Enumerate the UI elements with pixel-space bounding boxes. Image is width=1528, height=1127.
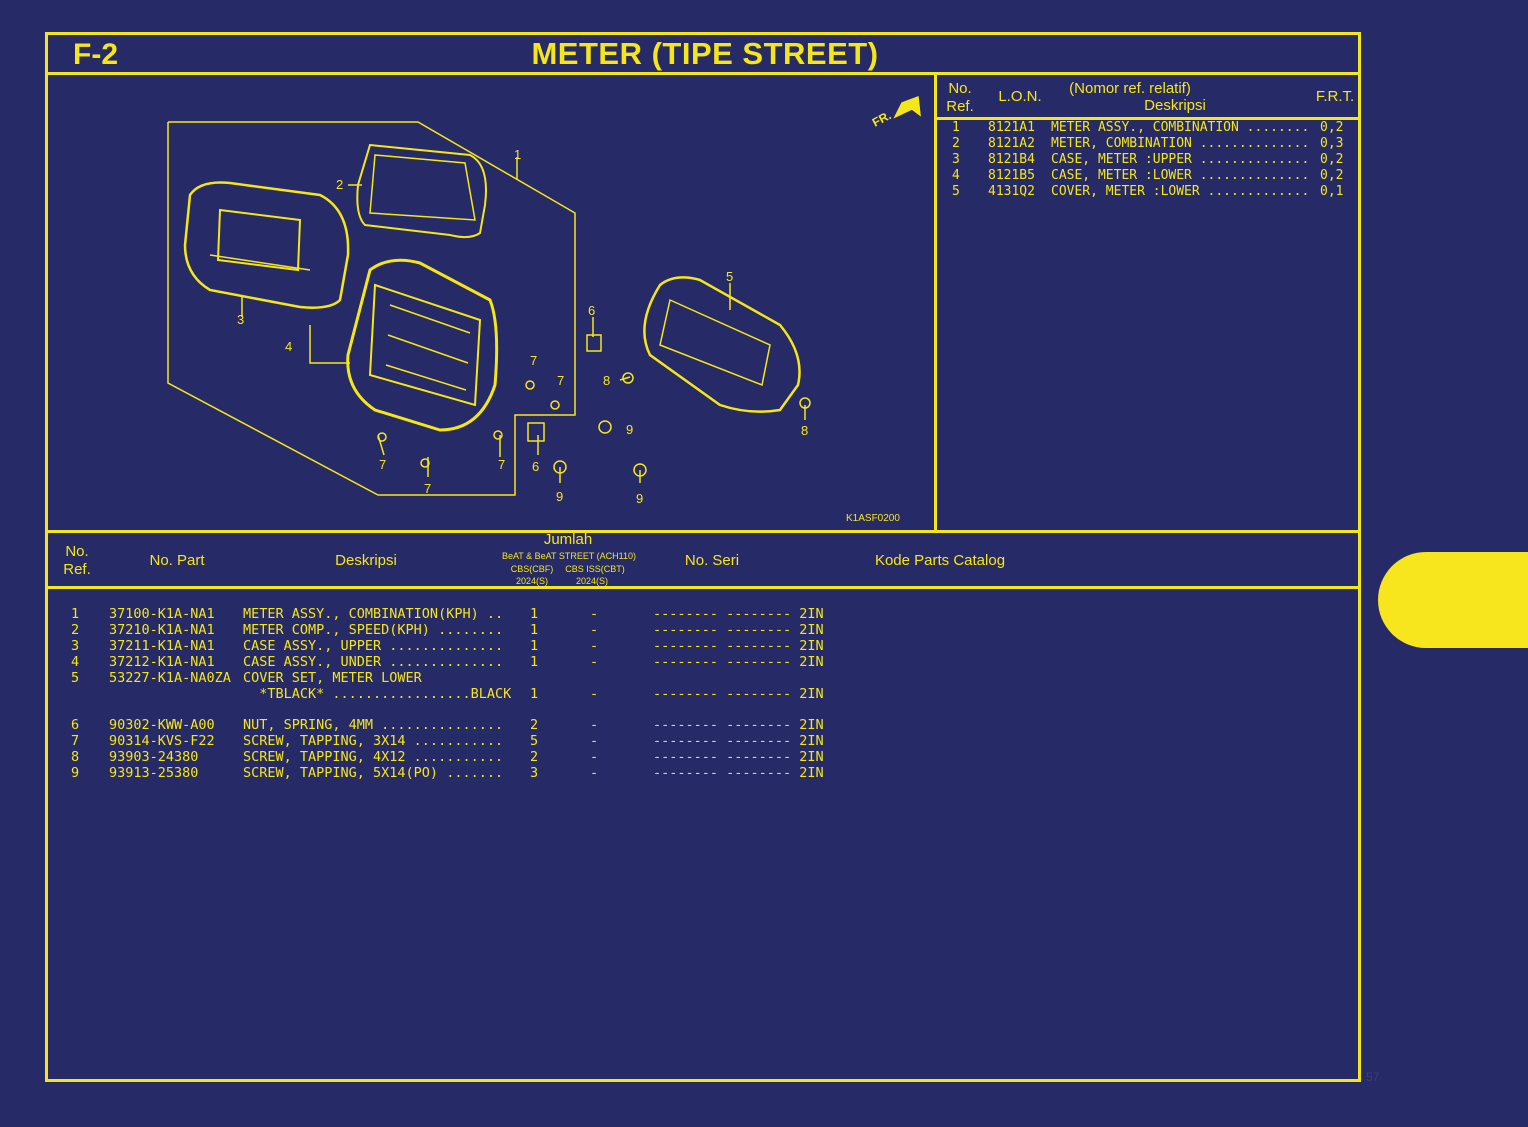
callout: 6: [532, 459, 539, 474]
parts-col-model: BeAT & BeAT STREET (ACH110): [501, 551, 637, 561]
callout: 7: [424, 481, 431, 496]
page-number: 57: [1366, 1070, 1380, 1084]
fr-label: FR.: [870, 108, 894, 129]
ref-col-lon: L.O.N.: [998, 88, 1042, 105]
callout: 7: [379, 457, 386, 472]
parts-col-cbs: CBS(CBF): [510, 564, 554, 574]
ref-col-desc: Deskripsi: [1144, 97, 1206, 114]
callout: 7: [530, 353, 537, 368]
parts-col-year1: 2024(S): [515, 576, 549, 586]
callout: 5: [726, 269, 733, 284]
parts-col-no: No.Ref.: [63, 543, 91, 578]
page-title: METER (TIPE STREET): [531, 36, 879, 71]
callout: 7: [557, 373, 564, 388]
figure-code: K1ASF0200: [846, 513, 900, 524]
diagram-bottom-divider: [45, 530, 1361, 533]
ref-col-no: No.Ref.: [946, 80, 974, 115]
section-code: F-2: [73, 38, 118, 71]
callout: 4: [285, 339, 292, 354]
callout: 8: [603, 373, 610, 388]
callout: 6: [588, 303, 595, 318]
parts-col-part: No. Part: [149, 552, 205, 569]
parts-col-year2: 2024(S): [575, 576, 609, 586]
ref-col-frt: F.R.T.: [1315, 88, 1355, 105]
callout: 7: [498, 457, 505, 472]
callout: 1: [514, 147, 521, 162]
parts-col-cbs-iss: CBS ISS(CBT): [565, 564, 625, 574]
page-frame: [45, 32, 1361, 1082]
parts-col-desc: Deskripsi: [335, 552, 397, 569]
ref-col-nomor: (Nomor ref. relatif): [1069, 80, 1191, 97]
parts-col-catalog: Kode Parts Catalog: [874, 552, 1006, 569]
title-divider: [45, 72, 1361, 75]
callout: 3: [237, 312, 244, 327]
exploded-parts-diagram: FR. 1 2 3 4 5 6 7 7 7 7 7 6 8 8 9 9 9: [167, 95, 921, 506]
callout: 8: [801, 423, 808, 438]
ref-header-divider: [934, 117, 1361, 120]
callout: 9: [626, 422, 633, 437]
callout: 9: [556, 489, 563, 504]
callout: 9: [636, 491, 643, 506]
parts-header-divider: [45, 586, 1361, 589]
section-tab[interactable]: [1378, 552, 1528, 648]
callout: 2: [336, 177, 343, 192]
parts-col-seri: No. Seri: [684, 552, 740, 569]
diagram-divider: [934, 72, 937, 532]
parts-col-jumlah: Jumlah: [543, 531, 593, 548]
